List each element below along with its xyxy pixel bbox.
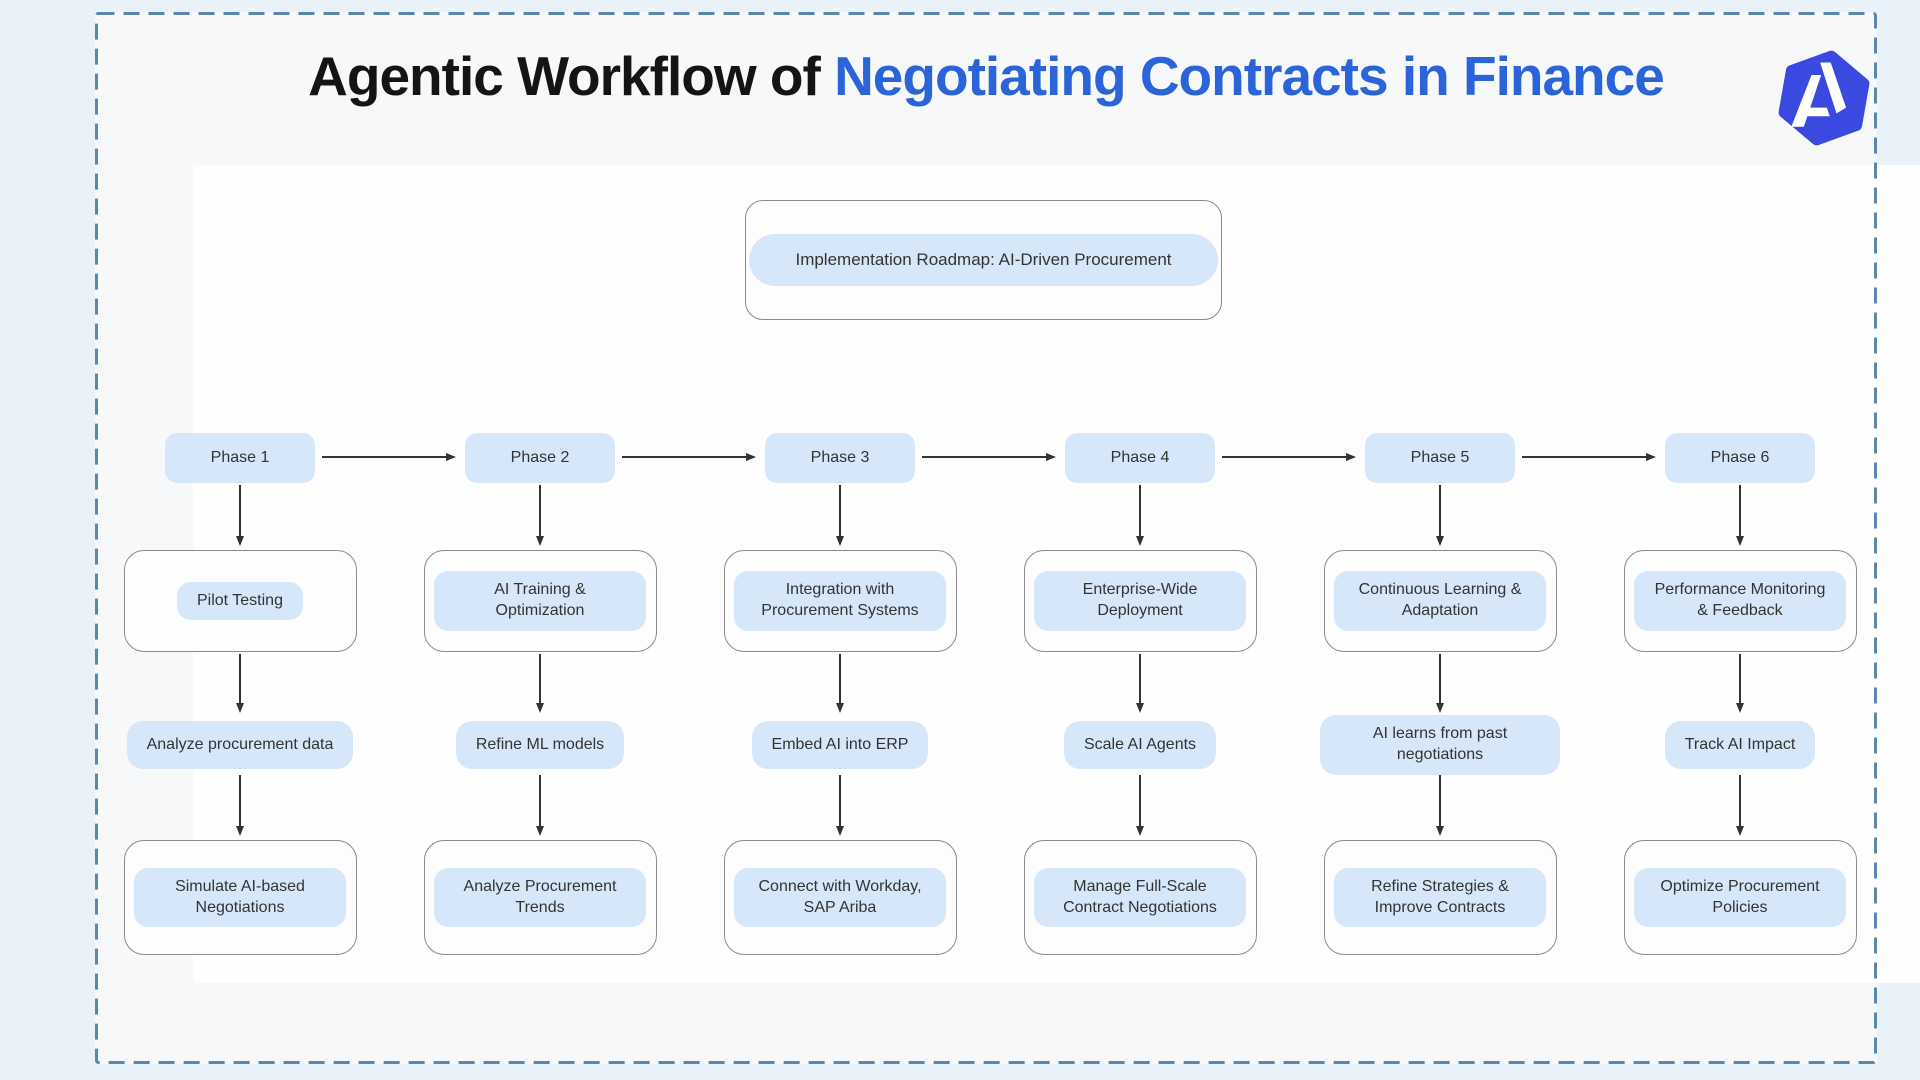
step-label: Integration with Procurement Systems (734, 571, 946, 631)
step-node-box: Manage Full-Scale Contract Negotiations (1023, 840, 1257, 955)
step-label: Simulate AI-based Negotiations (134, 867, 346, 928)
phase-node: Phase 2 (465, 433, 615, 483)
step-label: Performance Monitoring & Feedback (1634, 571, 1846, 631)
step-label: Optimize Procurement Policies (1634, 867, 1846, 928)
phase-node: Phase 6 (1665, 433, 1815, 483)
step-node-box: Performance Monitoring & Feedback (1623, 550, 1857, 652)
step-node-box: Refine Strategies & Improve Contracts (1323, 840, 1557, 955)
roadmap-label: Implementation Roadmap: AI-Driven Procur… (749, 233, 1218, 287)
step-node-box: Analyze Procurement Trends (423, 840, 657, 955)
phase-node: Phase 3 (765, 433, 915, 483)
hexagon-logo-icon (1778, 50, 1870, 146)
step-node-box: Continuous Learning & Adaptation (1323, 550, 1557, 652)
roadmap-node: Implementation Roadmap: AI-Driven Procur… (745, 200, 1222, 320)
step-pill: Track AI Impact (1664, 721, 1816, 769)
step-label: Pilot Testing (177, 581, 303, 621)
step-pill: AI learns from past negotiations (1320, 715, 1560, 775)
phase-node: Phase 1 (165, 433, 315, 483)
step2-row: Analyze procurement data Refine ML model… (120, 715, 1860, 775)
step-node-box: Connect with Workday, SAP Ariba (723, 840, 957, 955)
step-label: Manage Full-Scale Contract Negotiations (1034, 867, 1246, 928)
step-node-box: Integration with Procurement Systems (723, 550, 957, 652)
step-node-box: Optimize Procurement Policies (1623, 840, 1857, 955)
page-title-prefix: Agentic Workflow of (308, 45, 821, 107)
phase-node: Phase 5 (1365, 433, 1515, 483)
step3-row: Simulate AI-based Negotiations Analyze P… (120, 840, 1860, 955)
step-label: Refine Strategies & Improve Contracts (1334, 867, 1546, 928)
page-title: Agentic Workflow of Negotiating Contract… (95, 44, 1877, 108)
step-pill: Embed AI into ERP (751, 721, 929, 769)
step-pill: Refine ML models (455, 721, 625, 769)
step-label: Continuous Learning & Adaptation (1334, 571, 1546, 631)
step-label: AI Training & Optimization (434, 571, 646, 631)
step-label: Enterprise-Wide Deployment (1034, 571, 1246, 631)
step-node-box: Enterprise-Wide Deployment (1023, 550, 1257, 652)
step-label: Connect with Workday, SAP Ariba (734, 867, 946, 928)
step-pill: Scale AI Agents (1063, 721, 1217, 769)
step-node-box: AI Training & Optimization (423, 550, 657, 652)
page-title-highlight: Negotiating Contracts in Finance (834, 45, 1665, 107)
step-node-box: Simulate AI-based Negotiations (123, 840, 357, 955)
brand-logo (1776, 50, 1872, 146)
phase-row: Phase 1 Phase 2 Phase 3 Phase 4 Phase 5 … (120, 433, 1860, 483)
step-node-box: Pilot Testing (123, 550, 357, 652)
phase-node: Phase 4 (1065, 433, 1215, 483)
step-pill: Analyze procurement data (126, 721, 354, 769)
step1-row: Pilot Testing AI Training & Optimization… (120, 550, 1860, 652)
step-label: Analyze Procurement Trends (434, 867, 646, 928)
